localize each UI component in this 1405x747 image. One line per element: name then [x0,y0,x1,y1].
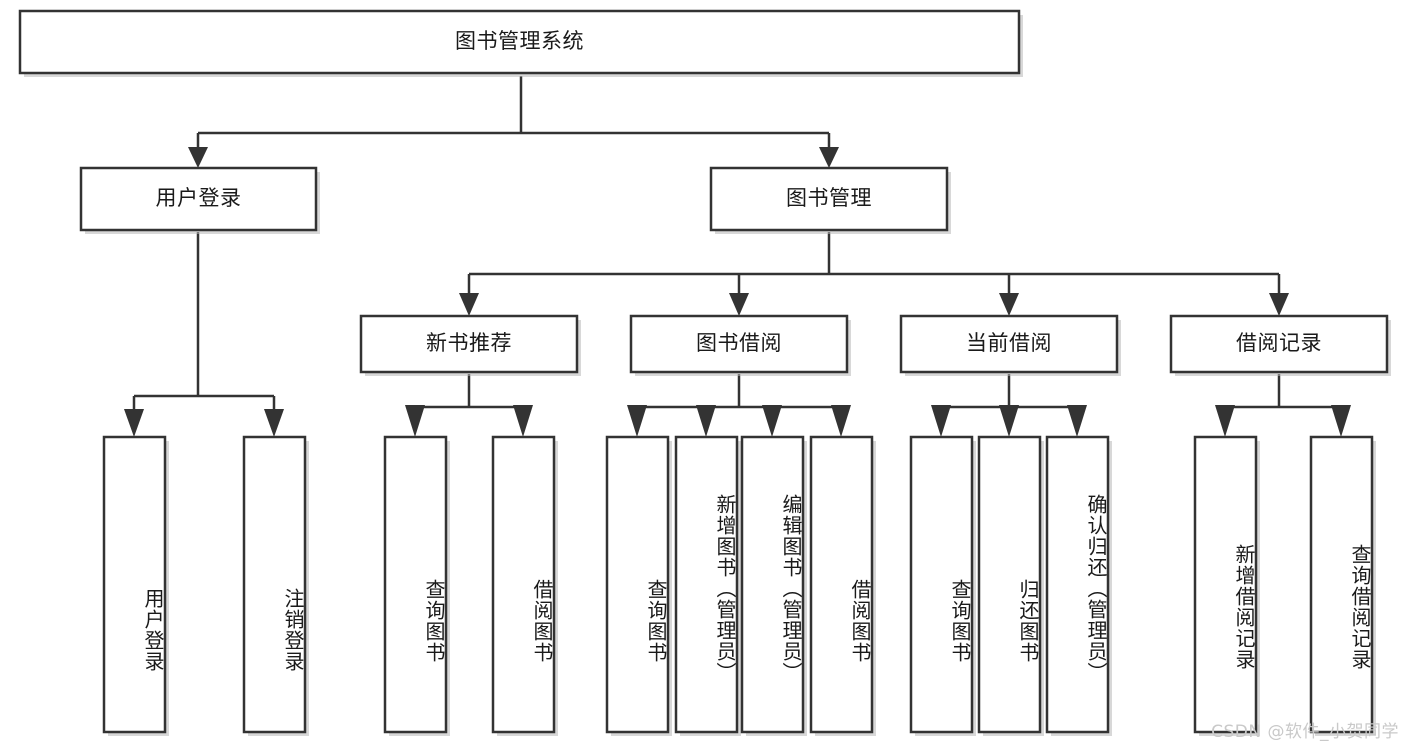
arrow-head-user-login [188,147,208,168]
current-borrow-node-box[interactable] [899,314,1119,374]
leaf-borrow-book-1-box[interactable] [491,435,556,734]
leaf-confirm-return-box[interactable] [1045,435,1110,734]
arrow-head-leaf-borrow-book-1 [513,405,533,437]
leaf-borrow-book-2-box[interactable] [809,435,874,734]
arrow-head-leaf-user-login [124,409,144,437]
arrow-head-book-manage [819,147,839,168]
csdn-watermark: CSDN @软件_小贺同学 [1211,722,1399,742]
leaf-query-book-1-box[interactable] [383,435,448,734]
arrow-head-leaf-query-record [1331,405,1351,437]
leaf-query-book-3-box[interactable] [909,435,974,734]
arrow-head-leaf-return-book [999,405,1019,437]
arrow-head-book-borrow [729,293,749,316]
leaf-return-book-box[interactable] [977,435,1042,734]
user-login-node-box[interactable] [79,166,318,232]
arrow-head-leaf-add-book [696,405,716,437]
leaf-edit-book-box[interactable] [740,435,805,734]
new-book-rec-node-box[interactable] [359,314,579,374]
connector-group-current-borrow [931,374,1087,437]
connector-group-root [188,76,839,168]
arrow-head-leaf-edit-book [762,405,782,437]
book-borrow-node-box[interactable] [629,314,849,374]
connector-group-book-borrow [627,374,851,437]
arrow-head-new-book-rec [459,293,479,316]
connector-group-user-login [124,232,284,437]
leaf-query-record-box[interactable] [1309,435,1374,734]
arrow-head-leaf-query-book-2 [627,405,647,437]
connector-group-borrow-record [1215,374,1351,437]
book-manage-node-box[interactable] [709,166,949,232]
arrow-head-leaf-query-book-1 [405,405,425,437]
arrow-head-leaf-confirm-return [1067,405,1087,437]
root-node-box[interactable] [18,9,1021,75]
arrow-head-leaf-add-record [1215,405,1235,437]
leaf-user-logout-box[interactable] [242,435,307,734]
arrow-head-current-borrow [999,293,1019,316]
connector-group-book-manage [459,232,1289,316]
leaf-user-login-box[interactable] [102,435,167,734]
leaf-add-book-box[interactable] [674,435,739,734]
borrow-record-node-box[interactable] [1169,314,1389,374]
arrow-head-borrow-record [1269,293,1289,316]
arrow-head-leaf-borrow-book-2 [831,405,851,437]
arrow-head-leaf-user-logout [264,409,284,437]
arrow-head-leaf-query-book-3 [931,405,951,437]
connector-group-new-book-rec [405,374,533,437]
leaf-query-book-2-box[interactable] [605,435,670,734]
leaf-add-record-box[interactable] [1193,435,1258,734]
